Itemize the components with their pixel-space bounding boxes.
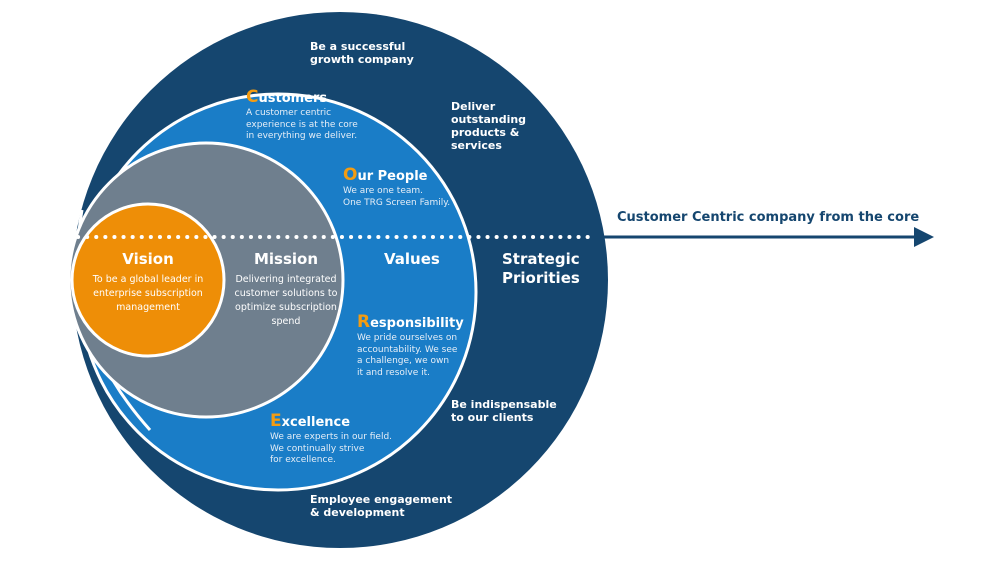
mission-line2: customer solutions to <box>234 288 338 299</box>
priority-deliver-line2: outstanding <box>451 113 527 126</box>
value-people-rest: ur People <box>357 169 428 184</box>
priority-indispensable-line1: Be indispensable <box>451 398 557 411</box>
mission-title: Mission <box>253 250 319 268</box>
priority-engagement: Employee engagement & development <box>310 493 452 519</box>
value-responsibility: Responsibility We pride ourselves on acc… <box>357 313 464 379</box>
value-customers-line3: in everything we deliver. <box>246 131 358 141</box>
value-people-line1: We are one team. <box>343 186 424 196</box>
priority-engagement-line1: Employee engagement <box>310 493 453 506</box>
priority-deliver-line4: services <box>451 139 502 152</box>
arrow-label: Customer Centric company from the core <box>617 210 920 225</box>
value-people-initial: O <box>343 165 358 185</box>
value-responsibility-line4: it and resolve it. <box>357 367 431 378</box>
value-customers-line1: A customer centric <box>246 108 332 118</box>
value-responsibility-heading: Responsibility <box>357 313 464 333</box>
value-excellence: Excellence We are experts in our field. … <box>270 412 392 467</box>
mission-line1: Delivering integrated <box>235 274 337 285</box>
priority-indispensable-line2: to our clients <box>451 411 534 424</box>
vision-line1: To be a global leader in <box>92 274 204 285</box>
value-customers-initial: C <box>246 87 259 107</box>
value-excellence-line1: We are experts in our field. <box>270 432 393 442</box>
value-responsibility-initial: R <box>357 312 371 332</box>
vision-title: Vision <box>122 250 174 268</box>
value-excellence-initial: E <box>270 411 282 431</box>
arrow-head <box>914 227 934 247</box>
value-customers-rest: ustomers <box>258 91 328 106</box>
priority-engagement-line2: & development <box>310 506 405 519</box>
priority-deliver-line1: Deliver <box>451 100 496 113</box>
vision-block: Vision To be a global leader in enterpri… <box>90 250 206 315</box>
value-responsibility-line1: We pride ourselves on <box>357 333 458 343</box>
value-responsibility-line3: a challenge, we own <box>357 356 450 366</box>
value-excellence-line3: for excellence. <box>270 455 336 465</box>
value-people-line2: One TRG Screen Family. <box>343 197 451 208</box>
value-customers: Customers A customer centric experience … <box>246 88 358 143</box>
mission-line3: optimize subscription <box>235 302 337 313</box>
vision-line2: enterprise subscription <box>93 288 203 299</box>
value-customers-heading: Customers <box>246 88 358 108</box>
strategic-title-line1: Strategic <box>502 250 580 268</box>
value-customers-line2: experience is at the core <box>246 119 358 130</box>
strategic-title-line2: Priorities <box>502 269 580 287</box>
value-people: Our People We are one team. One TRG Scre… <box>343 166 450 209</box>
values-title: Values <box>384 250 440 268</box>
priority-indispensable: Be indispensable to our clients <box>451 398 557 424</box>
value-people-heading: Our People <box>343 166 450 186</box>
priority-growth-line2: growth company <box>310 53 414 66</box>
value-responsibility-rest: esponsibility <box>370 316 464 331</box>
value-excellence-heading: Excellence <box>270 412 392 432</box>
vision-circle <box>70 202 226 358</box>
priority-growth-line1: Be a successful <box>310 40 406 53</box>
value-excellence-line2: We continually strive <box>270 443 365 454</box>
vision-line3: management <box>116 302 180 313</box>
strategic-priorities-title: Strategic Priorities <box>502 250 580 288</box>
priority-growth: Be a successful growth company <box>310 40 414 66</box>
mission-line4: spend <box>271 316 301 327</box>
priority-deliver-line3: products & <box>451 126 520 139</box>
mission-block: Mission Delivering integrated customer s… <box>230 250 342 329</box>
value-responsibility-line2: accountability. We see <box>357 344 458 355</box>
value-excellence-rest: xcellence <box>281 415 351 430</box>
priority-deliver: Deliver outstanding products & services <box>451 100 526 152</box>
